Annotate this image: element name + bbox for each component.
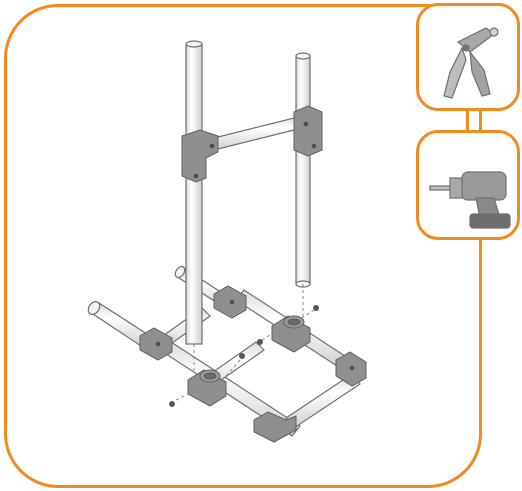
base-fittings xyxy=(139,285,367,443)
rivet-gun-icon xyxy=(443,27,499,99)
assembly-illustration-panel xyxy=(4,4,482,488)
upright-right xyxy=(295,55,311,285)
assembly-guides xyxy=(175,284,315,401)
fitting-upper-left-tee xyxy=(181,129,219,183)
screw-icon xyxy=(257,339,263,345)
cordless-drill-icon xyxy=(429,171,511,229)
tool-connector-line xyxy=(466,110,469,132)
fitting-right-front-elbow xyxy=(253,411,297,443)
screw-icon xyxy=(239,353,245,359)
screws xyxy=(169,305,319,407)
screw-icon xyxy=(313,305,319,311)
upper-fittings xyxy=(181,105,323,183)
rivet-gun-tool-panel xyxy=(416,3,520,111)
screw-icon xyxy=(169,401,175,407)
fitting-upper-right-tee xyxy=(293,105,323,157)
upright-left xyxy=(185,43,203,345)
upper-crossbar xyxy=(213,115,303,151)
